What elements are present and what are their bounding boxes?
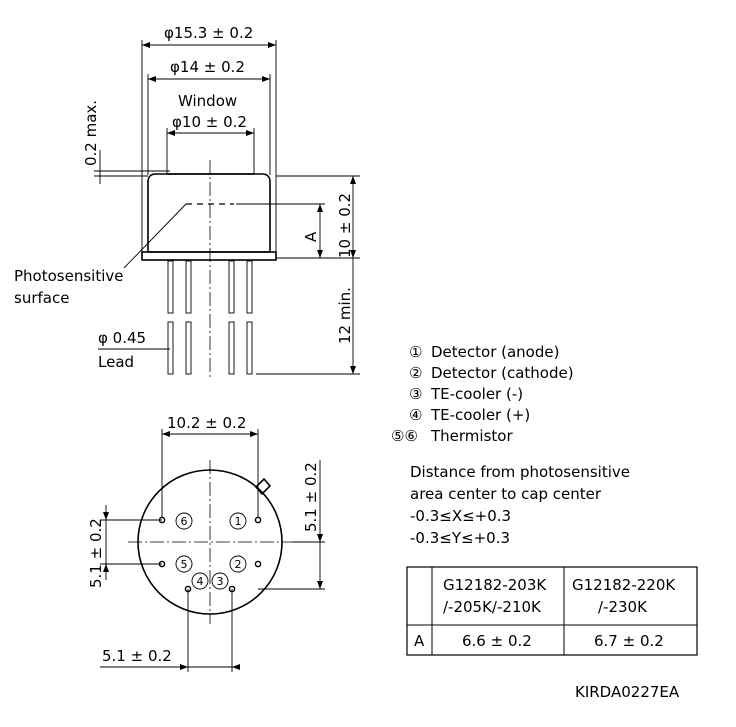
- dim-top-max: 0.2 max.: [82, 100, 100, 166]
- arrow: [317, 534, 323, 542]
- arrow: [350, 366, 356, 374]
- legend-num-2: ②: [409, 364, 422, 382]
- legend-text-2: Detector (cathode): [431, 364, 574, 382]
- arrow: [268, 42, 276, 48]
- arrow: [162, 431, 170, 437]
- legend-num-1: ①: [409, 343, 422, 361]
- leads-lower: [167, 321, 253, 375]
- svg-text:3: 3: [217, 575, 224, 588]
- note-line-1: Distance from photosensitive: [410, 463, 630, 481]
- bottom-view: 10.2 ± 0.2 6 1 5 2: [87, 414, 325, 672]
- arrow: [317, 250, 323, 258]
- legend-num-5: ⑤⑥: [391, 427, 418, 445]
- arrow: [250, 431, 258, 437]
- arrow: [142, 42, 150, 48]
- photosensitive-label-1: Photosensitive: [14, 267, 123, 285]
- note-line-4: -0.3≤Y≤+0.3: [410, 529, 510, 547]
- pin-number-2: 2: [229, 555, 247, 573]
- pin-number-1: 1: [229, 512, 247, 530]
- svg-text:2: 2: [235, 558, 242, 571]
- side-view: φ15.3 ± 0.2 φ14 ± 0.2 Window φ10 ± 0.2 0…: [14, 24, 360, 378]
- note-line-2: area center to cap center: [410, 485, 602, 503]
- pin-number-4: 4: [191, 572, 209, 590]
- arrow: [103, 512, 109, 520]
- pin-2: [254, 560, 262, 568]
- lead: [185, 260, 192, 314]
- dim-window-diameter: φ10 ± 0.2: [172, 113, 247, 131]
- arrow: [317, 204, 323, 212]
- dim-bottom: 5.1 ± 0.2: [102, 647, 172, 665]
- legend-text-5: Thermistor: [430, 427, 513, 445]
- index-tab: [254, 477, 272, 496]
- arrow: [350, 176, 356, 184]
- dim-body-diameter: φ14 ± 0.2: [170, 58, 245, 76]
- table-header-1-line2: /-205K/-210K: [443, 598, 542, 616]
- arrow: [317, 581, 323, 589]
- arrow: [350, 250, 356, 258]
- pin-legend: ① Detector (anode) ② Detector (cathode) …: [391, 343, 574, 445]
- legend-text-3: TE-cooler (-): [430, 385, 523, 403]
- legend-num-4: ④: [409, 406, 422, 424]
- legend-num-3: ③: [409, 385, 422, 403]
- legend-text-4: TE-cooler (+): [430, 406, 530, 424]
- cap-body: [147, 173, 271, 253]
- lead: [228, 321, 235, 375]
- dim-right-vertical: 5.1 ± 0.2: [302, 462, 320, 532]
- note-line-3: -0.3≤X≤+0.3: [410, 507, 511, 525]
- pin-1: [254, 516, 262, 524]
- svg-text:6: 6: [181, 515, 188, 528]
- lead: [167, 321, 174, 375]
- arrow: [180, 664, 188, 670]
- table-header-2-line2: /-230K: [598, 598, 648, 616]
- leads-upper: [167, 260, 253, 314]
- table-row-val2: 6.7 ± 0.2: [594, 632, 664, 650]
- lead: [246, 321, 253, 375]
- pin-number-3: 3: [211, 572, 229, 590]
- arrow: [246, 130, 254, 136]
- lead: [167, 260, 174, 314]
- arrow: [148, 76, 156, 82]
- pin-number-6: 6: [175, 512, 193, 530]
- arrow: [103, 564, 109, 572]
- lead: [228, 260, 235, 314]
- pin-number-5: 5: [175, 555, 193, 573]
- window-label: Window: [178, 92, 237, 110]
- photosensitive-leader: [123, 203, 187, 269]
- dim-pin-spacing-top: 10.2 ± 0.2: [167, 414, 246, 432]
- arrow: [262, 76, 270, 82]
- drawing-code: KIRDA0227EA: [575, 683, 680, 701]
- table-header-2-line1: G12182-220K: [572, 576, 676, 594]
- table-row-val1: 6.6 ± 0.2: [462, 632, 532, 650]
- dim-height: 10 ± 0.2: [336, 193, 354, 258]
- photosensitive-label-2: surface: [14, 289, 69, 307]
- dim-lead-length: 12 min.: [336, 287, 354, 344]
- table-header-1-line1: G12182-203K: [443, 576, 547, 594]
- lead: [185, 321, 192, 375]
- lead: [246, 260, 253, 314]
- svg-text:4: 4: [197, 575, 204, 588]
- svg-text:1: 1: [235, 515, 242, 528]
- distance-note: Distance from photosensitive area center…: [410, 463, 630, 547]
- flange: [141, 251, 277, 261]
- arrow: [232, 664, 240, 670]
- table-row-label: A: [414, 632, 425, 650]
- dim-cap-diameter: φ15.3 ± 0.2: [164, 24, 253, 42]
- arrow: [167, 130, 175, 136]
- lead-diameter: φ 0.45: [98, 329, 146, 347]
- variant-table: G12182-203K /-205K/-210K G12182-220K /-2…: [406, 566, 698, 656]
- legend-text-1: Detector (anode): [431, 343, 559, 361]
- svg-text:5: 5: [181, 558, 188, 571]
- lead-label: Lead: [98, 353, 134, 371]
- table-border: [406, 566, 698, 656]
- dim-a-label: A: [302, 231, 320, 242]
- dim-left-vertical: 5.1 ± 0.2: [87, 518, 105, 588]
